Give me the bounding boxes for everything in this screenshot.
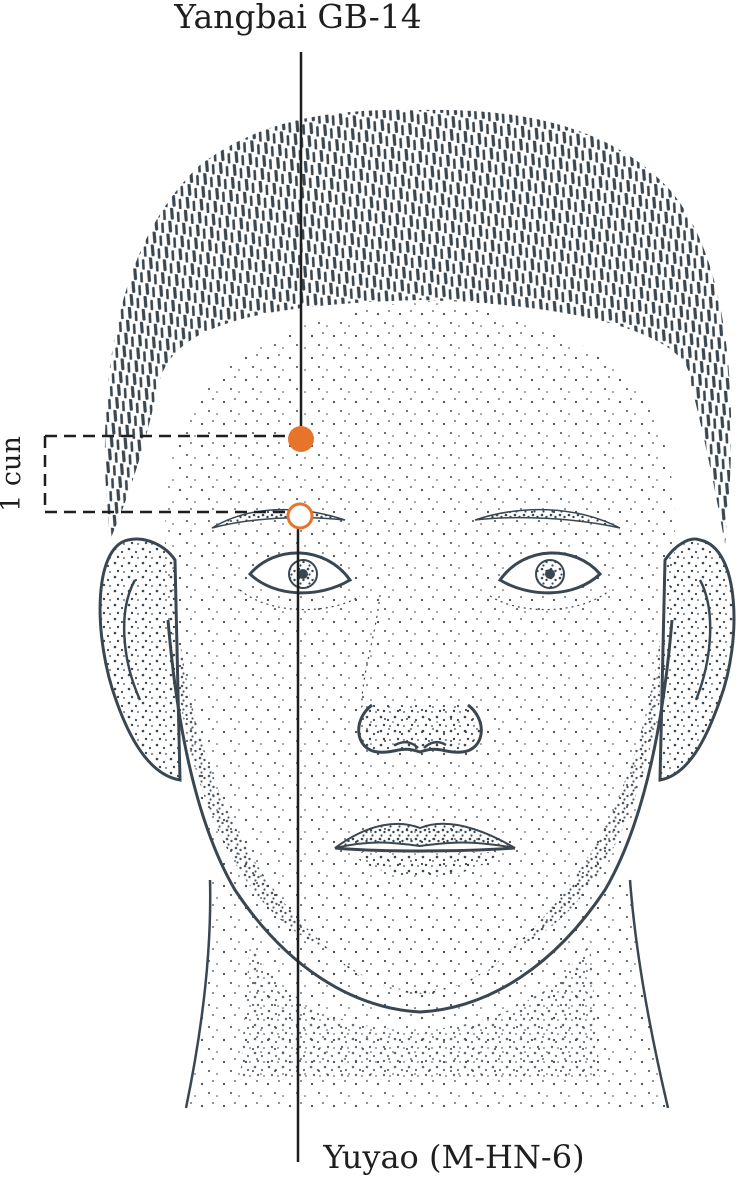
mouth <box>334 822 516 877</box>
cun-measure-bracket: 1 cun <box>0 434 288 514</box>
hair <box>104 109 732 545</box>
left-ear <box>98 537 182 782</box>
face <box>165 300 675 1014</box>
nose <box>357 594 483 754</box>
yuyao-label: Yuyao (M-HN-6) <box>322 1138 584 1176</box>
measure-label: 1 cun <box>0 436 27 512</box>
left-eye <box>239 551 361 611</box>
yuyao-point-marker <box>286 502 314 530</box>
yangbai-label: Yangbai GB-14 <box>173 0 421 36</box>
yangbai-point-marker <box>288 426 314 452</box>
right-eye <box>489 551 611 611</box>
